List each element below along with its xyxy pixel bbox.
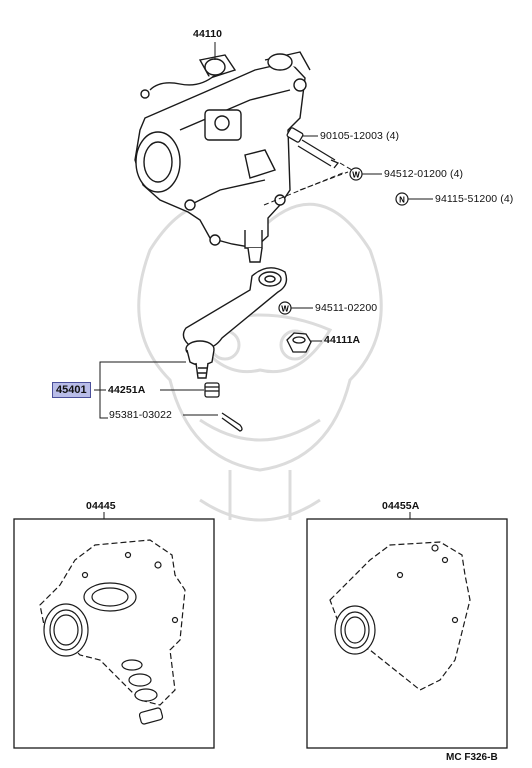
kit-04445-box bbox=[13, 512, 215, 749]
steering-gear-box bbox=[134, 51, 311, 263]
svg-text:N: N bbox=[399, 196, 405, 205]
label-gear-box: 44110 bbox=[193, 28, 223, 40]
label-nut-1: 94115-51200 (4) bbox=[435, 193, 514, 205]
nut-icon: N bbox=[395, 192, 409, 206]
assembly-bracket bbox=[94, 361, 186, 419]
castle-nut bbox=[204, 382, 220, 398]
label-washer-1: 94512-01200 (4) bbox=[384, 168, 464, 180]
label-washer-2: 94511-02200 bbox=[315, 302, 378, 314]
kit-04455a-box bbox=[306, 512, 508, 749]
label-cotter-pin: 95381-03022 bbox=[109, 409, 172, 421]
cotter-pin bbox=[221, 412, 243, 432]
hex-nut bbox=[286, 332, 312, 353]
footer-code: MC F326-B bbox=[446, 752, 498, 763]
washer-icon: W bbox=[349, 167, 363, 181]
label-assembly[interactable]: 45401 bbox=[52, 382, 91, 398]
svg-text:W: W bbox=[352, 171, 360, 180]
label-bolt: 90105-12003 (4) bbox=[320, 130, 400, 142]
svg-text:W: W bbox=[281, 305, 289, 314]
label-kit-1: 04445 bbox=[86, 500, 116, 512]
label-nut-2: 44111A bbox=[324, 334, 361, 346]
pitman-arm bbox=[182, 267, 288, 379]
bolt bbox=[286, 127, 340, 169]
washer-icon: W bbox=[278, 301, 292, 315]
label-ball-joint: 44251A bbox=[108, 384, 146, 396]
label-kit-2: 04455A bbox=[382, 500, 420, 512]
